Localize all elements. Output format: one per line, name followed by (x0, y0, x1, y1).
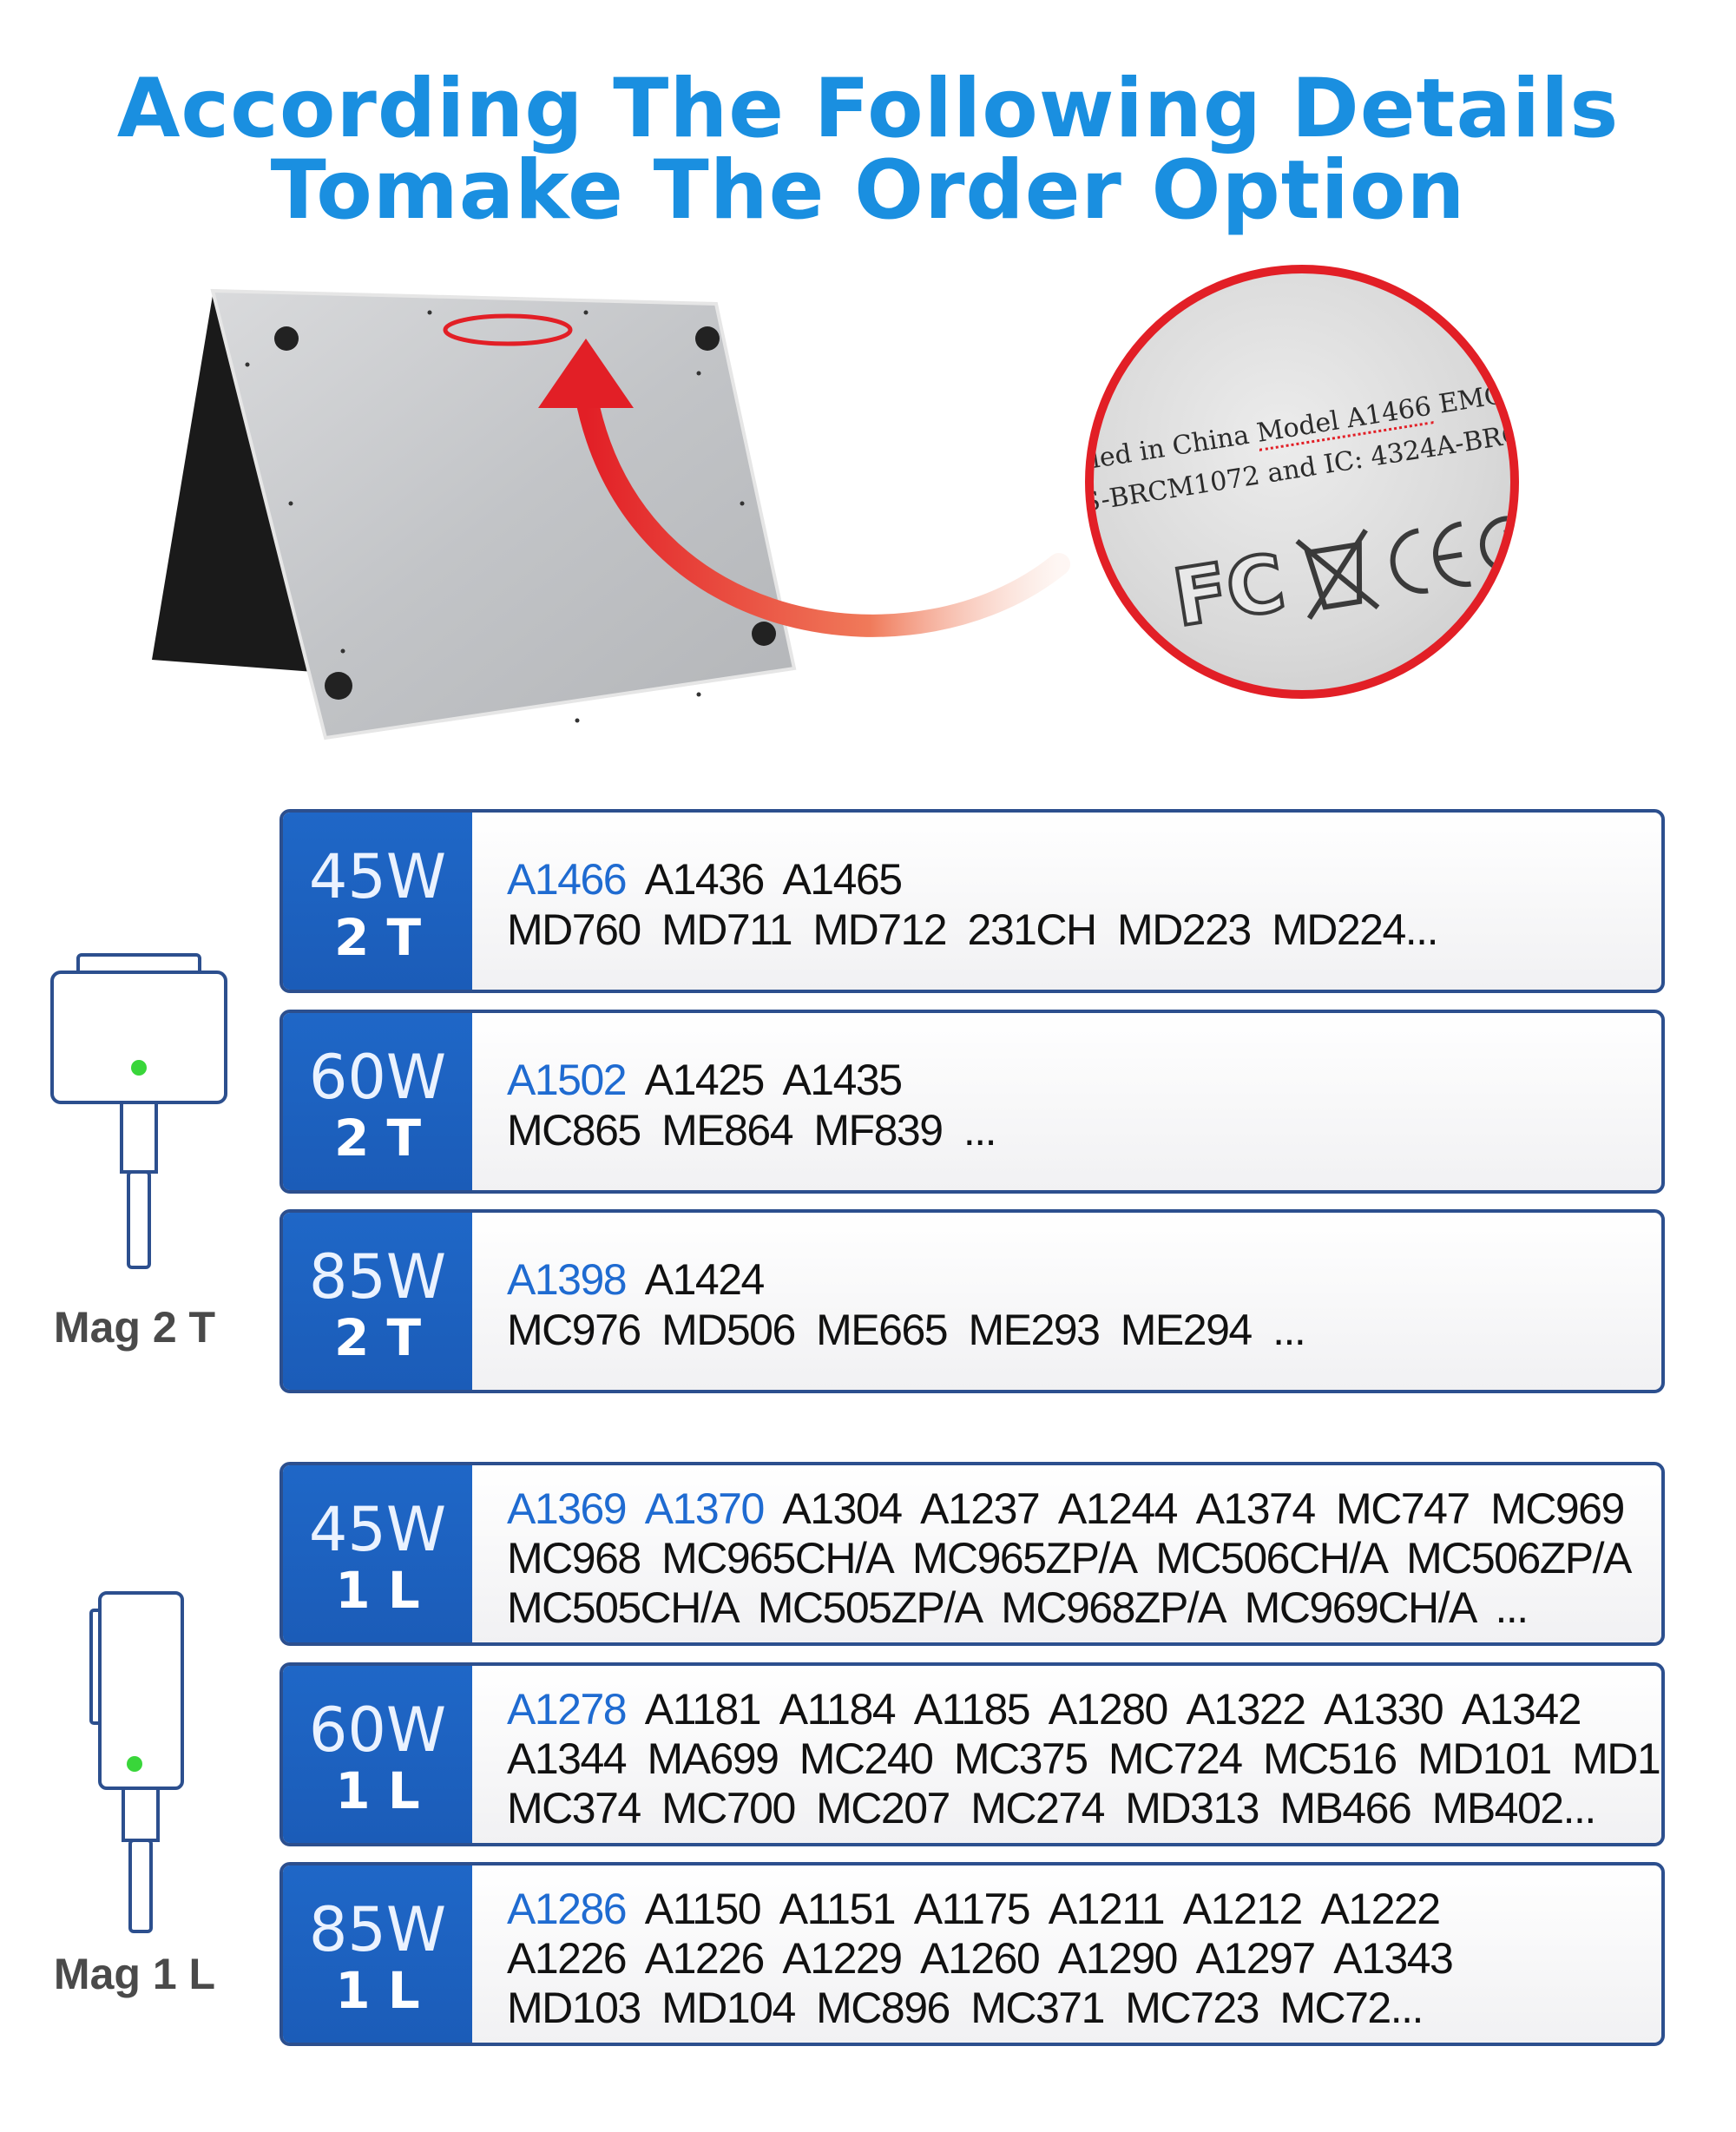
label-zoom-circle: oled in China Model A1466 EMC 2632 Rat S… (1085, 265, 1519, 699)
model-list: A1466 A1436 A1465 MD760 MD711 MD712 231C… (507, 854, 1644, 955)
model-line: A1286 A1150 A1151 A1175 A1211 A1212 A122… (507, 1885, 1441, 1933)
wattage-value: 45W (308, 1494, 447, 1565)
model-line: MC968 MC965CH/A MC965ZP/A MC506CH/A MC50… (507, 1534, 1632, 1583)
adapter-row-60w-1l: 60W 1 L A1278 A1181 A1184 A1185 A1280 A1… (279, 1662, 1665, 1846)
laptop-underside-image (152, 288, 797, 740)
model-list: A1502 A1425 A1435 MC865 ME864 MF839 ... (507, 1055, 1644, 1155)
model-line: MD760 MD711 MD712 231CH MD223 MD224... (507, 905, 1438, 954)
model-line: MC505CH/A MC505ZP/A MC968ZP/A MC969CH/A … (507, 1583, 1529, 1632)
wattage-badge: 60W 1 L (283, 1666, 472, 1843)
wattage-badge: 85W 1 L (283, 1866, 472, 2043)
connector-label-mag1: Mag 1 L (53, 1950, 216, 1998)
model-line: MC865 ME864 MF839 ... (507, 1106, 997, 1155)
adapter-row-45w-2t: 45W 2 T A1466 A1436 A1465 MD760 MD711 MD… (279, 809, 1665, 993)
model-line: A1344 MA699 MC240 MC375 MC724 MC516 MD10… (507, 1734, 1665, 1783)
wattage-value: 85W (308, 1241, 447, 1313)
page-title-line-2: Tomake The Order Option (270, 143, 1466, 238)
connector-type: 1 L (335, 1961, 420, 2020)
connector-type: 1 L (335, 1761, 420, 1820)
model-line: A1226 A1226 A1229 A1260 A1290 A1297 A134… (507, 1934, 1454, 1983)
ce-icon (1390, 521, 1471, 594)
model-line: A1398 A1424 (507, 1255, 765, 1304)
model-list: A1398 A1424 MC976 MD506 ME665 ME293 ME29… (507, 1254, 1644, 1355)
model-list: A1278 A1181 A1184 A1185 A1280 A1322 A133… (507, 1685, 1665, 1833)
model-line: A1466 A1436 A1465 (507, 855, 903, 904)
primary-model: A1369 A1370 (507, 1484, 765, 1533)
magsafe-1-connector-icon (89, 1591, 184, 1933)
alert-icon (1479, 516, 1510, 574)
primary-model: A1398 (507, 1255, 628, 1304)
model-line: MD103 MD104 MC896 MC371 MC723 MC72... (507, 1984, 1424, 2032)
primary-model: A1286 (507, 1885, 628, 1933)
wattage-badge: 60W 2 T (283, 1013, 472, 1190)
wattage-badge: 45W 1 L (283, 1465, 472, 1642)
wattage-value: 45W (308, 841, 447, 912)
primary-model: A1502 (507, 1056, 628, 1104)
model-line: A1369 A1370 A1304 A1237 A1244 A1374 MC74… (507, 1484, 1625, 1533)
adapter-row-60w-2t: 60W 2 T A1502 A1425 A1435 MC865 ME864 MF… (279, 1010, 1665, 1194)
fc-icon: FC (1167, 537, 1291, 645)
wattage-badge: 45W 2 T (283, 813, 472, 990)
model-line: MC976 MD506 ME665 ME293 ME294 ... (507, 1306, 1306, 1354)
primary-model: A1466 (507, 855, 628, 904)
model-line: A1502 A1425 A1435 (507, 1056, 903, 1104)
connector-type: 1 L (335, 1561, 420, 1620)
red-curved-arrow-icon (538, 339, 1070, 637)
magsafe-2-connector-icon (50, 953, 227, 1269)
certification-symbols: FC (1166, 516, 1510, 647)
adapter-row-85w-1l: 85W 1 L A1286 A1150 A1151 A1175 A1211 A1… (279, 1862, 1665, 2046)
adapter-row-85w-2t: 85W 2 T A1398 A1424 MC976 MD506 ME665 ME… (279, 1209, 1665, 1393)
model-list: A1369 A1370 A1304 A1237 A1244 A1374 MC74… (507, 1484, 1644, 1633)
model-line: A1278 A1181 A1184 A1185 A1280 A1322 A133… (507, 1685, 1581, 1734)
connector-type: 2 T (333, 908, 422, 967)
wattage-badge: 85W 2 T (283, 1213, 472, 1390)
model-line: MC374 MC700 MC207 MC274 MD313 MB466 MB40… (507, 1784, 1596, 1833)
connector-type: 2 T (333, 1308, 422, 1367)
primary-model: A1278 (507, 1685, 628, 1734)
wattage-value: 60W (308, 1694, 447, 1766)
wattage-value: 60W (308, 1042, 447, 1113)
adapter-row-45w-1l: 45W 1 L A1369 A1370 A1304 A1237 A1244 A1… (279, 1462, 1665, 1646)
weee-bin-icon (1295, 529, 1380, 620)
connector-label-mag2: Mag 2 T (53, 1303, 216, 1352)
connector-type: 2 T (333, 1109, 422, 1168)
page-title-line-1: According The Following Details (116, 62, 1620, 156)
model-list: A1286 A1150 A1151 A1175 A1211 A1212 A122… (507, 1885, 1644, 2033)
wattage-value: 85W (308, 1894, 447, 1965)
